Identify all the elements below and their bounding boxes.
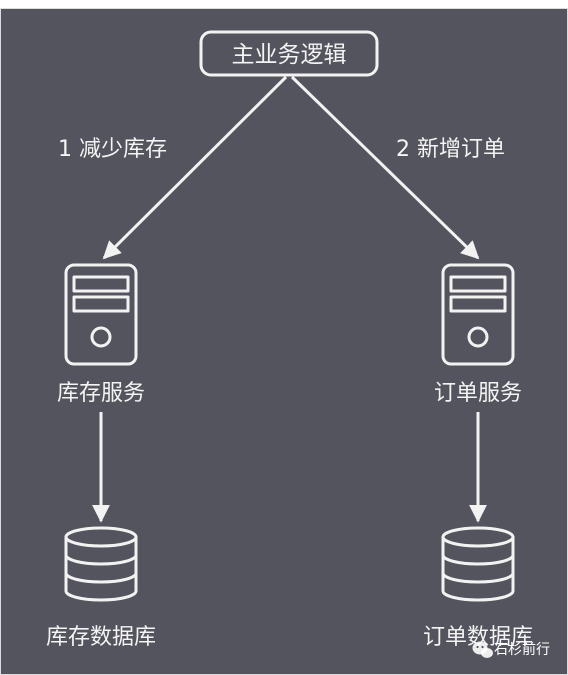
main-node: 主业务逻辑	[199, 30, 379, 77]
server-icon	[441, 263, 515, 366]
service-label-order: 订单服务	[434, 381, 522, 406]
edge-label-inventory: 1 减少库存	[58, 137, 167, 162]
edge-label-order: 2 新增订单	[396, 137, 505, 162]
database-icon	[64, 526, 138, 602]
edge-arrow-order	[290, 75, 480, 260]
edge-arrow-inventory	[102, 75, 288, 260]
service-label-inventory: 库存服务	[57, 381, 145, 406]
watermark-text: 石杉前行	[494, 641, 550, 658]
diagram-background	[0, 8, 568, 675]
watermark: 石杉前行	[472, 641, 550, 658]
server-icon	[64, 263, 138, 366]
main-node-label: 主业务逻辑	[232, 42, 347, 68]
main-node-box	[199, 30, 379, 77]
database-label-inventory: 库存数据库	[46, 625, 156, 650]
wechat-icon	[472, 641, 493, 658]
database-icon	[441, 526, 515, 602]
